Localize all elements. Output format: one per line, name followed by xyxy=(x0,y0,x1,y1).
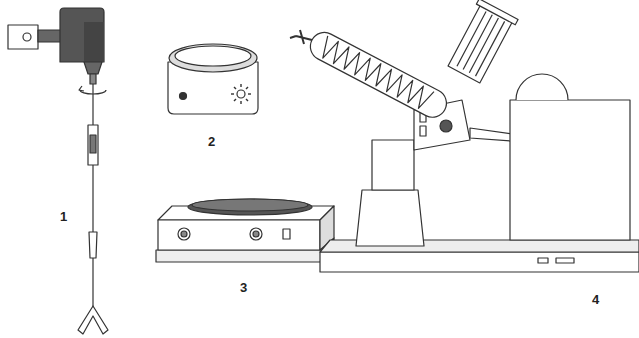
callout-number: 1 xyxy=(60,210,67,223)
magnetic-stirrer xyxy=(168,44,258,114)
overhead-stirrer xyxy=(8,8,108,334)
hot-plate xyxy=(156,199,334,262)
callout-number: 3 xyxy=(240,281,247,294)
callout-number: 4 xyxy=(592,293,599,306)
callout-number: 2 xyxy=(208,135,215,148)
rotary-evaporator xyxy=(290,0,639,272)
